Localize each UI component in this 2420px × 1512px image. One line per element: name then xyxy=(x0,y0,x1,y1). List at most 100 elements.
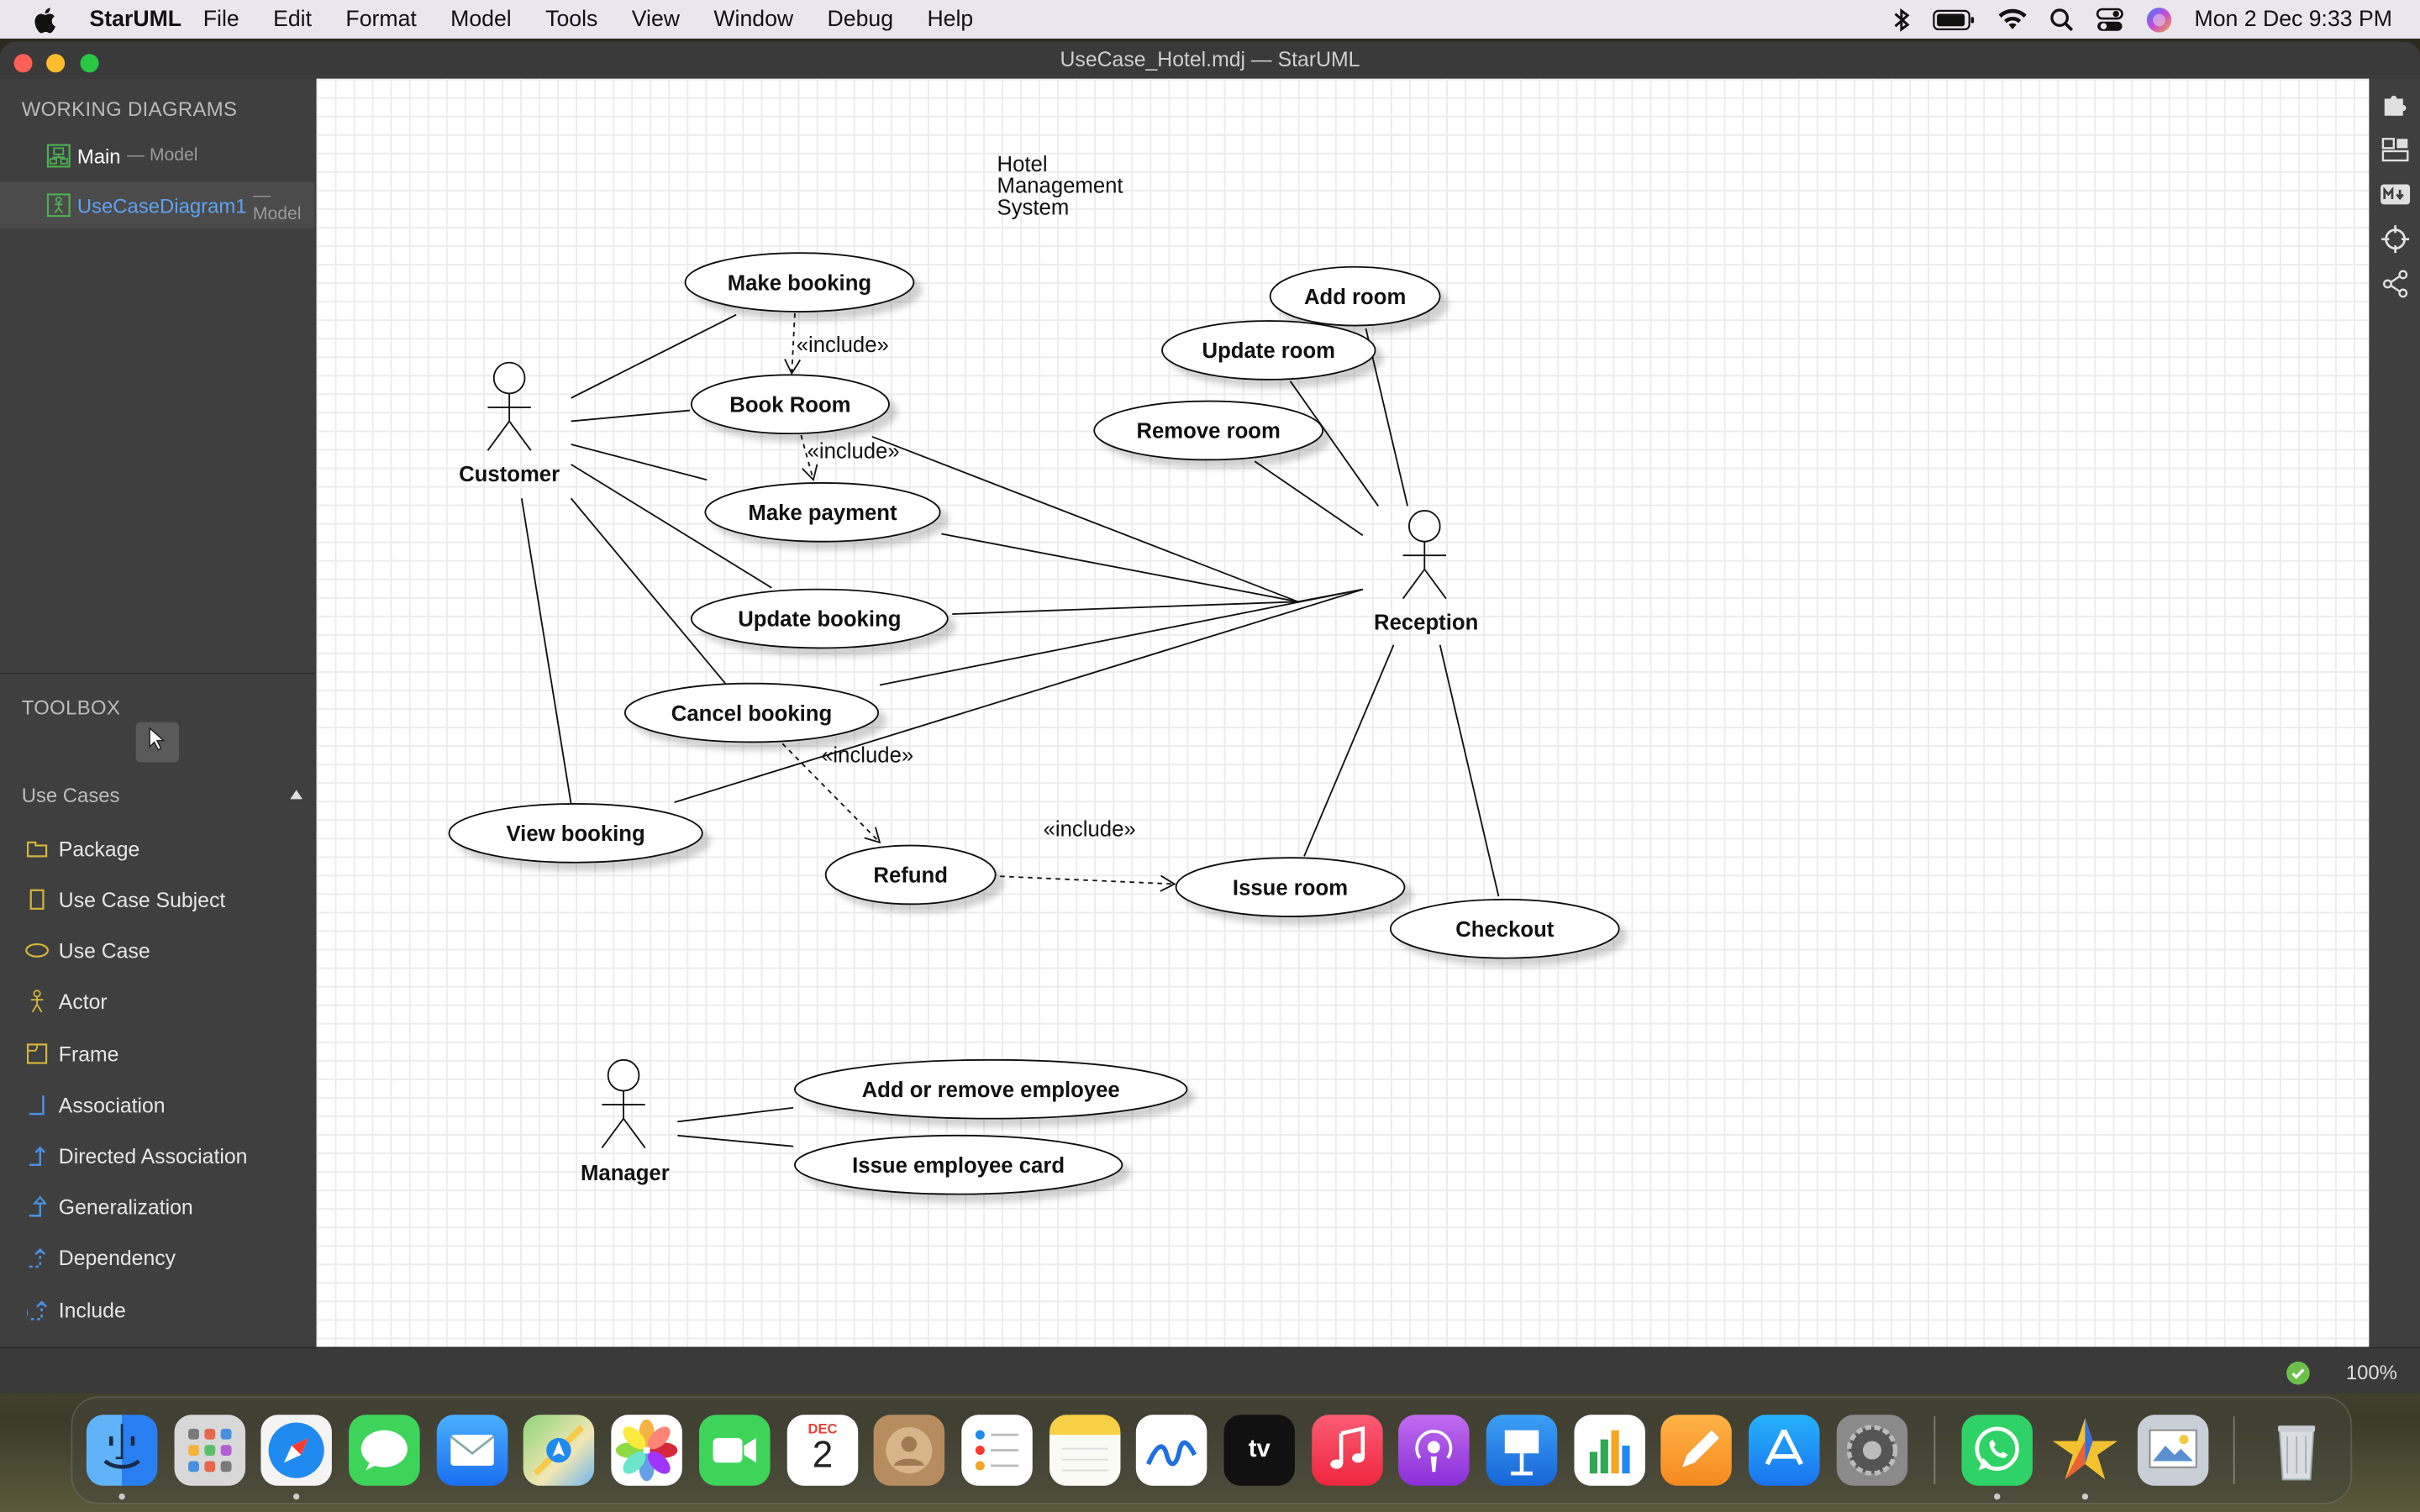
dock-trash-icon[interactable] xyxy=(2261,1415,2332,1485)
dock-freeform-icon[interactable] xyxy=(1135,1415,1207,1486)
dock-contacts-icon[interactable] xyxy=(873,1415,945,1486)
usecase-ellipse[interactable] xyxy=(793,1134,1123,1195)
zoom-level[interactable]: 100% xyxy=(2345,1361,2397,1384)
layout-panels-icon[interactable] xyxy=(2380,134,2411,165)
crosshair-navigator-icon[interactable] xyxy=(2380,223,2411,255)
dock-calendar-icon[interactable]: DEC 2 xyxy=(786,1415,859,1486)
include-arrow[interactable] xyxy=(1000,874,1176,892)
dock-notes-icon[interactable] xyxy=(1049,1415,1121,1486)
window-minimize-button[interactable] xyxy=(46,54,66,73)
siri-icon[interactable] xyxy=(2145,5,2173,33)
association-line[interactable] xyxy=(879,588,1364,686)
usecase-add-room[interactable]: Add room xyxy=(1269,265,1441,327)
menu-clock[interactable]: Mon 2 Dec 9:33 PM xyxy=(2194,7,2392,32)
actor-label-reception[interactable]: Reception xyxy=(1374,611,1478,634)
usecase-issue-employee-card[interactable]: Issue employee card xyxy=(793,1134,1123,1195)
usecase-diagram[interactable]: Hotel Management System xyxy=(317,79,2370,1347)
system-title-line[interactable]: System xyxy=(997,196,1070,219)
usecase-ellipse[interactable] xyxy=(1175,857,1406,917)
include-label[interactable]: «include» xyxy=(797,333,889,357)
association-line[interactable] xyxy=(952,601,1298,615)
dock-facetime-icon[interactable] xyxy=(699,1415,771,1486)
tool-frame[interactable]: Frame xyxy=(0,1031,315,1077)
association-line[interactable] xyxy=(871,435,1299,603)
association-line[interactable] xyxy=(677,1106,794,1123)
dock-app-store-icon[interactable] xyxy=(1749,1415,1820,1486)
menu-model[interactable]: Model xyxy=(450,7,512,32)
usecase-add-or-remove-employee[interactable]: Add or remove employee xyxy=(793,1058,1188,1120)
tool-directed-association[interactable]: Directed Association xyxy=(0,1132,315,1179)
window-titlebar[interactable]: UseCase_Hotel.mdj — StarUML xyxy=(0,41,2420,81)
dock-keynote-icon[interactable] xyxy=(1486,1415,1558,1486)
usecase-ellipse[interactable] xyxy=(1269,265,1441,327)
actor-customer[interactable] xyxy=(487,361,532,451)
include-label[interactable]: «include» xyxy=(808,440,900,464)
usecase-ellipse[interactable] xyxy=(824,844,997,906)
tool-use-case-subject[interactable]: Use Case Subject xyxy=(0,876,315,922)
usecase-make-payment[interactable]: Make payment xyxy=(704,481,941,543)
usecase-issue-room[interactable]: Issue room xyxy=(1175,857,1406,917)
tool-dependency[interactable]: Dependency xyxy=(0,1234,315,1280)
system-title-line[interactable]: Hotel xyxy=(997,153,1048,176)
dock-maps-icon[interactable] xyxy=(523,1415,595,1486)
menu-view[interactable]: View xyxy=(631,7,680,32)
actor-leg[interactable] xyxy=(623,1118,646,1149)
usecase-ellipse[interactable] xyxy=(1389,898,1620,959)
usecase-ellipse[interactable] xyxy=(1093,400,1323,461)
diagram-canvas[interactable]: Hotel Management System xyxy=(316,78,2370,1347)
dock-reminders-icon[interactable] xyxy=(961,1415,1033,1486)
apple-menu-icon[interactable] xyxy=(34,5,61,33)
dock-mail-icon[interactable] xyxy=(436,1415,508,1486)
usecase-ellipse[interactable] xyxy=(684,252,915,312)
menu-debug[interactable]: Debug xyxy=(827,7,894,32)
association-line[interactable] xyxy=(571,313,737,399)
extensions-puzzle-icon[interactable] xyxy=(2380,88,2411,119)
menu-help[interactable]: Help xyxy=(927,7,974,32)
wifi-icon[interactable] xyxy=(1996,8,2028,31)
battery-icon[interactable] xyxy=(1932,8,1975,30)
usecase-update-room[interactable]: Update room xyxy=(1161,320,1376,381)
dock-preview-icon[interactable] xyxy=(2137,1415,2209,1486)
actor-leg[interactable] xyxy=(508,420,532,451)
control-center-icon[interactable] xyxy=(2096,7,2123,31)
menu-window[interactable]: Window xyxy=(713,7,794,32)
system-title-line[interactable]: Management xyxy=(997,175,1123,198)
usecase-book-room[interactable]: Book Room xyxy=(690,374,890,435)
working-diagram-usecasediagram1[interactable]: UseCaseDiagram1 — Model xyxy=(0,181,315,228)
share-icon[interactable] xyxy=(2380,269,2411,300)
association-line[interactable] xyxy=(1254,460,1364,537)
menu-tools[interactable]: Tools xyxy=(545,7,598,32)
association-line[interactable] xyxy=(1303,644,1395,857)
association-line[interactable] xyxy=(1297,588,1364,603)
association-line[interactable] xyxy=(941,533,1298,603)
dock-music-icon[interactable] xyxy=(1312,1415,1383,1486)
collapse-arrow-icon[interactable] xyxy=(290,790,302,800)
dock-whatsapp-icon[interactable] xyxy=(1961,1415,2033,1486)
association-line[interactable] xyxy=(570,497,726,685)
window-maximize-button[interactable] xyxy=(80,54,99,73)
association-lines[interactable] xyxy=(520,313,1500,1147)
dock-staruml-icon[interactable] xyxy=(2049,1415,2120,1485)
menu-file[interactable]: File xyxy=(203,7,239,32)
dock-numbers-icon[interactable] xyxy=(1574,1415,1645,1486)
menu-edit[interactable]: Edit xyxy=(273,7,313,32)
dock-podcasts-icon[interactable] xyxy=(1398,1415,1470,1486)
association-line[interactable] xyxy=(674,588,1364,803)
toolbox-group-use-cases[interactable]: Use Cases xyxy=(21,784,120,807)
usecase-remove-room[interactable]: Remove room xyxy=(1093,400,1323,461)
association-line[interactable] xyxy=(571,464,772,589)
tool-use-case[interactable]: Use Case xyxy=(0,927,315,974)
dock-system-settings-icon[interactable] xyxy=(1836,1415,1908,1486)
tool-include[interactable]: i Include xyxy=(0,1287,315,1333)
usecase-ellipse[interactable] xyxy=(690,374,890,435)
select-tool-button[interactable] xyxy=(135,722,180,763)
usecase-cancel-booking[interactable]: Cancel booking xyxy=(623,682,880,743)
window-close-button[interactable] xyxy=(13,54,33,73)
markdown-icon[interactable] xyxy=(2380,179,2411,210)
include-arrow[interactable] xyxy=(800,434,818,482)
usecase-ellipse[interactable] xyxy=(690,588,949,649)
actor-manager[interactable] xyxy=(601,1058,646,1149)
include-label[interactable]: «include» xyxy=(821,743,913,767)
bluetooth-icon[interactable] xyxy=(1892,7,1911,31)
menu-app-name[interactable]: StarUML xyxy=(89,7,182,32)
